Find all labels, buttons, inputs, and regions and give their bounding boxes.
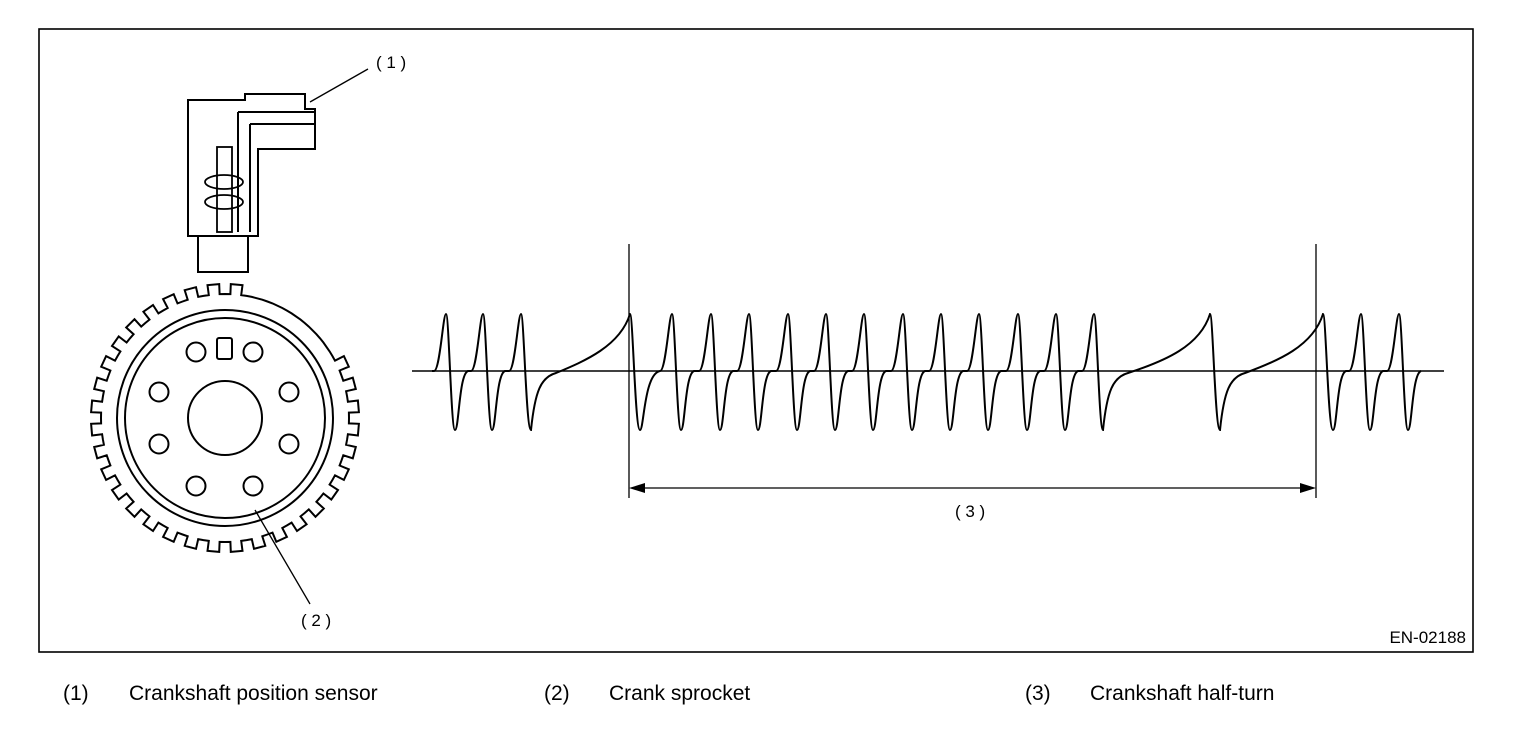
leader-line-2 xyxy=(254,509,311,605)
sprocket-bolt-hole xyxy=(148,381,170,403)
crankshaft-position-sensor xyxy=(187,93,316,273)
legend-label: Crankshaft position sensor xyxy=(129,682,378,705)
sprocket-bolt-hole xyxy=(278,381,300,403)
figure-id: EN-02188 xyxy=(1389,628,1466,647)
legend: (1) Crankshaft position sensor (2) Crank… xyxy=(0,682,1520,722)
dimension-arrow-right xyxy=(1300,483,1316,493)
sprocket-bolt-hole xyxy=(242,341,264,363)
callout-1: ( 1 ) xyxy=(376,53,406,72)
crank-sprocket xyxy=(90,283,360,553)
legend-label: Crankshaft half-turn xyxy=(1090,682,1275,705)
legend-label: Crank sprocket xyxy=(609,682,751,705)
sprocket-bolt-hole xyxy=(148,433,170,455)
leader-line-1 xyxy=(309,68,369,103)
sprocket-bolt-hole xyxy=(185,475,207,497)
dimension-arrow-left xyxy=(629,483,645,493)
sensor-waveform xyxy=(432,312,1422,432)
callout-2: ( 2 ) xyxy=(301,611,331,630)
legend-number: (3) xyxy=(1025,682,1051,705)
legend-number: (1) xyxy=(63,682,89,705)
figure-frame xyxy=(38,28,1474,653)
callout-3: ( 3 ) xyxy=(955,502,985,521)
sprocket-bolt-hole xyxy=(242,475,264,497)
sprocket-bolt-hole xyxy=(278,433,300,455)
legend-number: (2) xyxy=(544,682,570,705)
sprocket-bolt-hole xyxy=(185,341,207,363)
